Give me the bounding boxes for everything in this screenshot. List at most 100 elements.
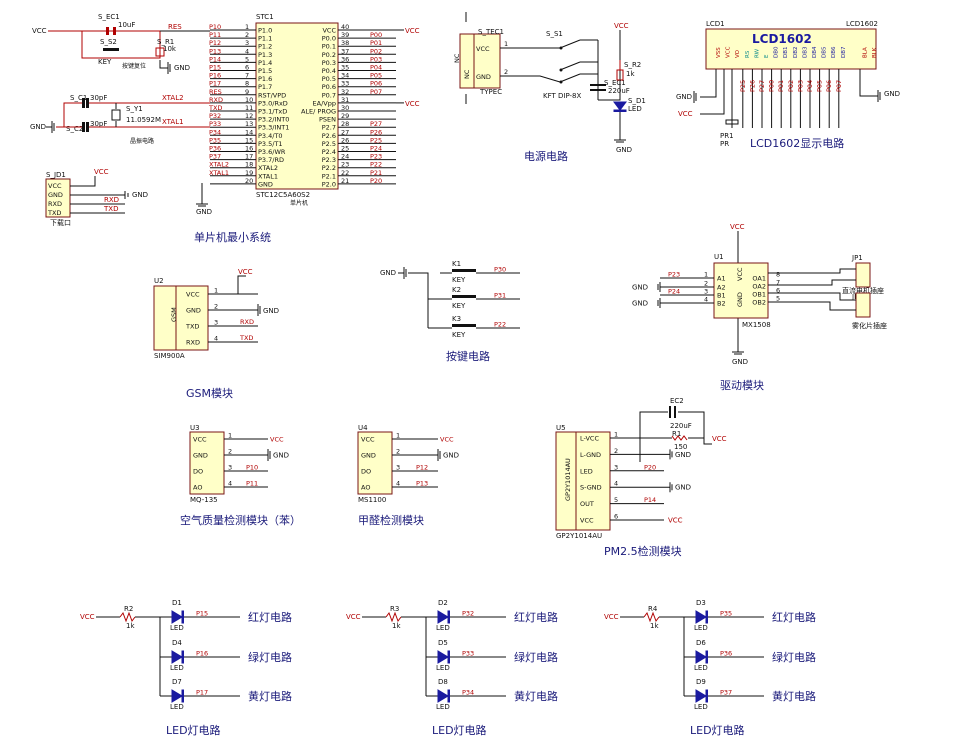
- mcu-left-num: 3: [245, 39, 249, 47]
- crystal-note: 晶振电路: [130, 137, 154, 145]
- power-type: TYPEC: [479, 88, 502, 96]
- hcho-ref: U4: [358, 424, 368, 432]
- power-vcc-label: VCC: [614, 22, 629, 30]
- mcu-left-net: P14: [209, 55, 221, 63]
- pm-pin-num: 4: [614, 480, 618, 488]
- pm-r-value: 150: [674, 443, 687, 451]
- pm-r-ref: R1: [672, 430, 681, 438]
- lcd-pr-value: PR: [720, 140, 729, 148]
- mcu-right-pin: P2.1: [322, 172, 336, 180]
- crystal-gnd-label: GND: [30, 123, 46, 131]
- mcu-left-num: 15: [245, 136, 253, 144]
- mcu-left-net: RXD: [209, 96, 223, 104]
- air-part: MQ-135: [190, 496, 218, 504]
- caption-driver: 驱动模块: [720, 379, 764, 392]
- mcu-left-net: P17: [209, 80, 221, 88]
- mcu-right-pin: P0.2: [322, 51, 336, 59]
- gsm-pin-label: VCC: [186, 291, 200, 299]
- mcu-sub: 单片机: [290, 199, 308, 207]
- power-gnd-label: GND: [616, 146, 632, 154]
- reset-cap-ref: S_EC1: [98, 13, 120, 21]
- power-sw-label: KFT DIP-8X: [543, 92, 581, 100]
- led-d-label: LED: [694, 703, 708, 711]
- air-pins-net-gnd: GND: [273, 452, 289, 460]
- hcho-pins-net: P12: [416, 464, 428, 472]
- mcu-right-net: P02: [370, 47, 382, 55]
- hcho-pins-net-gnd: GND: [443, 452, 459, 460]
- lcd-gnd-label: GND: [676, 93, 692, 101]
- led-d-ref: D4: [172, 639, 182, 647]
- led-vcc-label: VCC: [346, 613, 361, 621]
- power-r-ref: S_R2: [624, 61, 641, 69]
- led-r-ref: R4: [648, 605, 658, 613]
- mcu-left-net: P10: [209, 23, 221, 31]
- mcu-left-net: P15: [209, 64, 221, 72]
- mcu-left-num: 9: [245, 88, 249, 96]
- hcho-pins-pin-num: 2: [396, 448, 400, 456]
- mcu-left-pin: P1.5: [258, 67, 272, 75]
- gsm-pin-num: 3: [214, 319, 218, 327]
- power-r-value: 1k: [626, 70, 635, 78]
- led-caption: 黄灯电路: [772, 689, 816, 703]
- pm-part: GP2Y1014AU: [556, 532, 602, 540]
- mcu-left-net: P13: [209, 47, 221, 55]
- driver-vcc-pin: VCC: [736, 267, 744, 281]
- lcd-ref: LCD1: [706, 20, 725, 28]
- mcu-left-num: 16: [245, 145, 253, 153]
- driver-in-net: P24: [668, 288, 680, 296]
- crystal-circuit: S_C1 30pF S_C2 30pF GND S_Y1 11.0592M 晶振…: [30, 94, 210, 145]
- gsm-pin-label: RXD: [186, 339, 200, 347]
- hcho-pins-pin-num: 1: [396, 432, 400, 440]
- power-circuit: S_TEC1 VCC GND NC NC TYPEC 1 2 S_S1 KFT …: [453, 12, 646, 154]
- mcu-right-pin: EA/Vpp: [313, 99, 336, 107]
- driver-in-label: A2: [717, 284, 726, 292]
- reset-key-label: KEY: [98, 58, 112, 66]
- mcu-right-num: 31: [341, 96, 349, 104]
- jp2-label: 雾化片插座: [852, 321, 887, 330]
- led-r-ref: R2: [124, 605, 133, 613]
- power-pin-gnd: GND: [476, 73, 491, 81]
- reset-r-value: 10k: [163, 45, 177, 53]
- driver-in-num: 2: [704, 280, 708, 288]
- mcu-left-num: 7: [245, 72, 249, 80]
- crystal-y-ref: S_Y1: [126, 105, 143, 113]
- mcu-right-num: 34: [341, 72, 349, 80]
- power-ec-ref: S_EC1: [604, 79, 626, 87]
- mcu-left-pin: P3.1/TxD: [258, 108, 287, 116]
- dl-pin-1: VCC: [48, 182, 62, 190]
- mcu-right-num: 30: [341, 104, 349, 112]
- led-r-ref: R3: [390, 605, 399, 613]
- led-d-ref: D6: [696, 639, 706, 647]
- mcu-left-num: 8: [245, 80, 249, 88]
- mcu-left-net: XTAL2: [209, 161, 229, 169]
- air-pins-pin-num: 1: [228, 432, 232, 440]
- dl-net-txd: TXD: [103, 205, 118, 213]
- gsm-pin-num: 4: [214, 335, 218, 343]
- air-pins-pin-label: VCC: [193, 436, 207, 444]
- led-caption: 红灯电路: [772, 611, 816, 624]
- lcd-pin-net: P04: [806, 80, 814, 92]
- dl-net-vcc: VCC: [94, 168, 109, 176]
- mcu-left-num: 14: [245, 128, 253, 136]
- led-d-label: LED: [170, 703, 184, 711]
- driver-in-num: 3: [704, 288, 708, 296]
- key-ref: K2: [452, 286, 461, 294]
- mcu-right-net: P22: [370, 161, 382, 169]
- jp1-label: 直流电机插座: [842, 286, 884, 295]
- mcu-left-pin: P1.1: [258, 35, 272, 43]
- key-net: P31: [494, 292, 506, 300]
- crystal-xtal1-net: XTAL1: [162, 118, 184, 126]
- driver-out-label: OB1: [752, 291, 766, 299]
- lcd-pin-net: P25: [739, 80, 747, 92]
- led-vcc-label: VCC: [80, 613, 95, 621]
- mcu-left-pin: P1.0: [258, 27, 272, 35]
- lcd-pin-label: RW: [754, 48, 760, 58]
- mcu-right-pin: P0.1: [322, 43, 336, 51]
- pm-vertical-label: GP2Y1014AU: [564, 458, 572, 501]
- mcu-left-pin: GND: [258, 180, 273, 188]
- mcu-left-net: P11: [209, 31, 221, 39]
- pm-net: P14: [644, 496, 656, 504]
